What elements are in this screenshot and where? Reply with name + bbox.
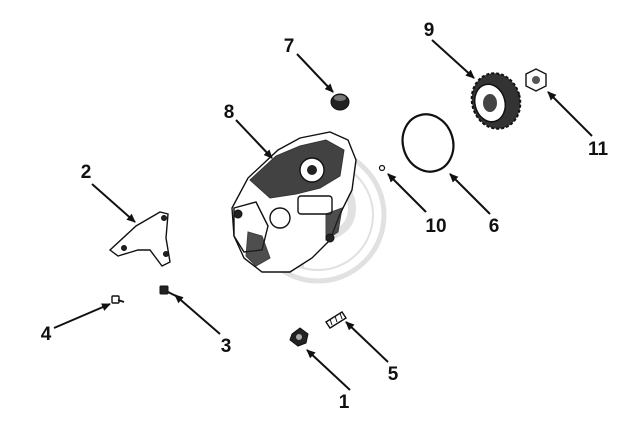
part-lower-nut [289,327,309,347]
callout-3: 3 [221,336,232,357]
part-stud [325,311,347,329]
callout-10: 10 [425,216,446,237]
callout-6: 6 [489,216,500,237]
arrow-4 [53,303,111,329]
callout-7: 7 [284,36,295,57]
part-o-ring [401,113,455,173]
arrow-2 [91,183,136,223]
arrow-7 [296,53,334,93]
part-nut [525,68,547,92]
callout-9: 9 [424,20,435,41]
callout-8: 8 [224,102,235,123]
part-bolt-4 [111,295,125,304]
leader-arrows [53,39,593,391]
arrow-6 [449,173,491,215]
callout-labels: 1 2 3 4 5 6 7 8 9 10 11 [41,20,609,413]
part-compressor-housing [231,131,357,273]
callout-4: 4 [41,324,52,345]
arrow-10 [387,173,427,213]
part-bracket [108,211,171,267]
callout-2: 2 [81,162,92,183]
arrow-3 [174,294,221,335]
callout-11: 11 [588,139,609,160]
part-drive-gear [470,72,522,130]
callout-5: 5 [388,364,399,385]
part-bolt-3 [159,285,177,297]
arrow-9 [431,39,475,79]
part-small-fitting [378,164,386,172]
arrow-1 [306,349,351,391]
callout-1: 1 [339,392,350,413]
part-cap [330,93,350,111]
arrow-11 [547,91,593,137]
arrow-8 [235,119,273,159]
arrow-5 [345,321,389,363]
